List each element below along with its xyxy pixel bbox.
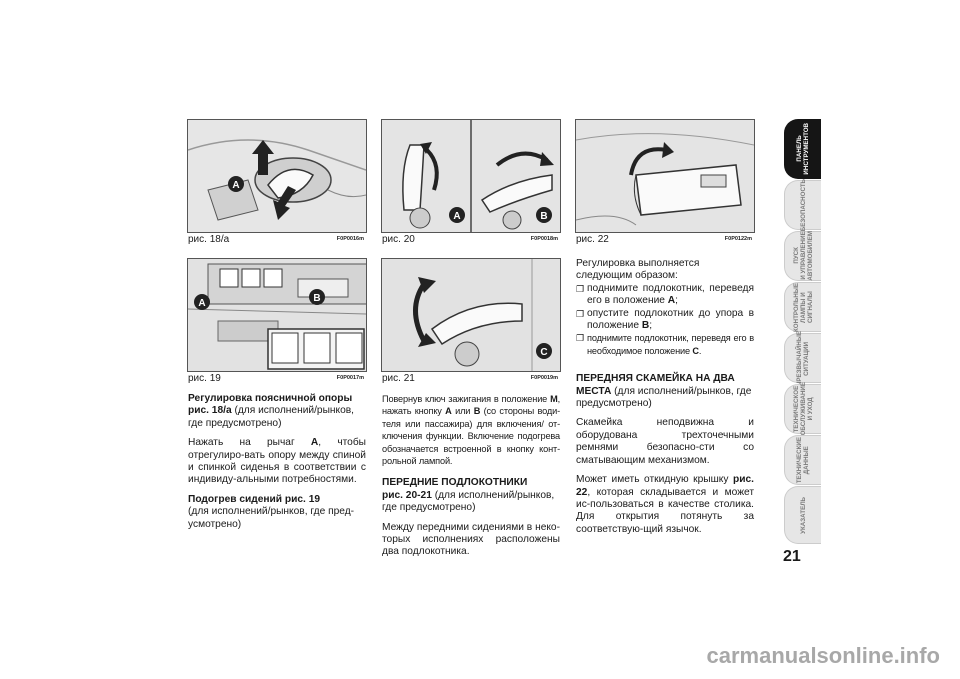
tab-maintenance[interactable]: ТЕХНИЧЕСКОЕ ОБСЛУЖИВАНИЕ И УХОД <box>784 382 821 436</box>
lumbar-text-lever: A <box>310 437 319 449</box>
tab-label: КОНТРОЛЬНЫЕ ЛАМПЫ И СИГНАЛЫ <box>792 282 814 332</box>
fig20-label-a: A <box>453 211 460 222</box>
tab-safety[interactable]: БЕЗОПАСНОСТЬ <box>784 178 821 232</box>
bench-heading-note: (для исполнений/рынков, где предусмотрен… <box>576 385 752 410</box>
lumbar-text-1: Нажать на рычаг <box>188 437 311 449</box>
heating-key-m: M <box>550 394 558 404</box>
heating-text-4: (со стороны води-теля или пассажира) для… <box>382 406 560 467</box>
tab-label: БЕЗОПАСНОСТЬ <box>799 178 807 232</box>
heating-text-2: , нажать кнопку <box>382 394 560 417</box>
list-item: ❐ поднимите подлокотник, переведя его в … <box>576 283 754 308</box>
checkbox-bullet-icon: ❐ <box>576 283 585 294</box>
heating-btn-a: A <box>445 406 452 417</box>
column-1: Регулировка поясничной опоры рис. 18/а (… <box>188 393 366 538</box>
tab-label: ТЕХНИЧЕСКИЕ ДАННЫЕ <box>796 436 810 484</box>
step1-end: ; <box>675 295 678 307</box>
page-number: 21 <box>783 548 801 565</box>
tab-warning-lights[interactable]: КОНТРОЛЬНЫЕ ЛАМПЫ И СИГНАЛЫ <box>784 282 821 332</box>
fig22-code: F0P0122m <box>724 236 752 242</box>
bench-heading: ПЕРЕДНЯЯ СКАМЕЙКА НА ДВА МЕСТА <box>576 373 735 397</box>
tab-label: УКАЗАТЕЛЬ <box>799 496 807 534</box>
fig20-code: F0P0018m <box>530 236 558 242</box>
bench-fig-ref: рис. 22 <box>576 474 754 498</box>
fig21-caption: рис. 21 <box>382 373 415 384</box>
fig21-label-c: C <box>540 347 547 358</box>
step2-end: ; <box>649 320 653 332</box>
tab-starting-driving[interactable]: ПУСК И УПРАВЛЕНИЕ АВТОМОБИЛЕМ <box>784 231 821 281</box>
list-item: ❐ поднимите подлокотник, переведя его в … <box>576 332 754 357</box>
lumbar-heading-ref: рис. 18/а <box>188 405 232 417</box>
tab-label: ЧРЕЗВЫЧАЙНЫЕ СИТУАЦИИ <box>796 330 810 386</box>
figure-21: C <box>381 258 561 372</box>
step3-text: поднимите подлокотник, переведя его в не… <box>587 333 754 356</box>
fig19-caption: рис. 19 <box>188 373 221 384</box>
figure-22 <box>575 119 755 233</box>
fig19-code: F0P0017m <box>336 375 364 381</box>
tab-instrument-panel[interactable]: ПАНЕЛЬ ИНСТРУМЕНТОВ <box>784 119 821 179</box>
list-item: ❐ опустите подлокотник до упора в положе… <box>576 308 754 333</box>
checkbox-bullet-icon: ❐ <box>576 333 584 344</box>
armrest-heading: ПЕРЕДНИЕ ПОДЛОКОТНИКИ <box>382 477 528 489</box>
step3-pos: C <box>692 345 699 356</box>
figure-18a: A <box>187 119 367 233</box>
armrest-text: Между передними сидениями в неко-торых и… <box>382 521 560 558</box>
step2-text: опустите подлокотник до упора в положени… <box>587 307 754 332</box>
fig21-code: F0P0019m <box>530 375 558 381</box>
armrest-heading-ref: рис. 20-21 <box>382 489 432 501</box>
bench-text-2a: Может иметь откидную крышку <box>576 474 734 486</box>
step2-pos: B <box>641 320 650 332</box>
tab-label: ТЕХНИЧЕСКОЕ ОБСЛУЖИВАНИЕ И УХОД <box>792 382 814 436</box>
fig19-label-b: B <box>313 293 320 304</box>
heating-btn-b: B <box>473 406 481 417</box>
figure-19: A B <box>187 258 367 372</box>
tab-emergency[interactable]: ЧРЕЗВЫЧАЙНЫЕ СИТУАЦИИ <box>784 330 821 386</box>
bench-text-1: Скамейка неподвижна и оборудована трехто… <box>576 417 754 466</box>
fig20-caption: рис. 20 <box>382 234 415 245</box>
step3-end: . <box>698 345 702 356</box>
lumbar-heading-note: (для исполнений/рынков, где предусмотрен… <box>188 405 355 429</box>
heating-heading-note: (для исполнений/рынков, где пред-усмотре… <box>188 506 355 530</box>
column-2: Повернув ключ зажигания в положение M, н… <box>382 393 560 566</box>
tab-label: ПАНЕЛЬ ИНСТРУМЕНТОВ <box>796 123 810 175</box>
lumbar-heading: Регулировка поясничной опоры <box>188 393 353 404</box>
lumbar-text-2: , чтобы отрегулиро-вать опору между спин… <box>188 437 367 486</box>
tab-technical-data[interactable]: ТЕХНИЧЕСКИЕ ДАННЫЕ <box>784 435 821 485</box>
armrest-heading-note: (для исполнений/рынков, где предусмотрен… <box>382 489 555 514</box>
fig18a-caption: рис. 18/а <box>188 234 230 245</box>
step1-pos: A <box>667 295 676 307</box>
armrest-intro: Регулировка выполняется следующим образо… <box>576 258 700 282</box>
checkbox-bullet-icon: ❐ <box>576 308 585 319</box>
bench-text-2b: , которая складывается и может ис-пользо… <box>576 486 754 535</box>
watermark: carmanualsonline.info <box>706 643 941 668</box>
tab-index[interactable]: УКАЗАТЕЛЬ <box>784 486 821 544</box>
heating-text-3: или <box>451 406 474 417</box>
tab-label: ПУСК И УПРАВЛЕНИЕ АВТОМОБИЛЕМ <box>792 231 814 281</box>
fig19-label-a: A <box>198 298 205 309</box>
heating-text-1: Повернув ключ зажигания в положение <box>382 394 551 404</box>
step1-text: поднимите подлокотник, переведя его в по… <box>587 282 754 307</box>
fig18a-code: F0P0016m <box>336 236 364 242</box>
fig20-label-b: B <box>540 211 547 222</box>
figure-20: A B <box>381 119 561 233</box>
column-3: Регулировка выполняется следующим образо… <box>576 258 754 543</box>
fig18a-label-a: A <box>232 180 239 191</box>
heating-heading: Подогрев сидений рис. 19 <box>188 493 321 505</box>
fig22-caption: рис. 22 <box>576 234 609 245</box>
